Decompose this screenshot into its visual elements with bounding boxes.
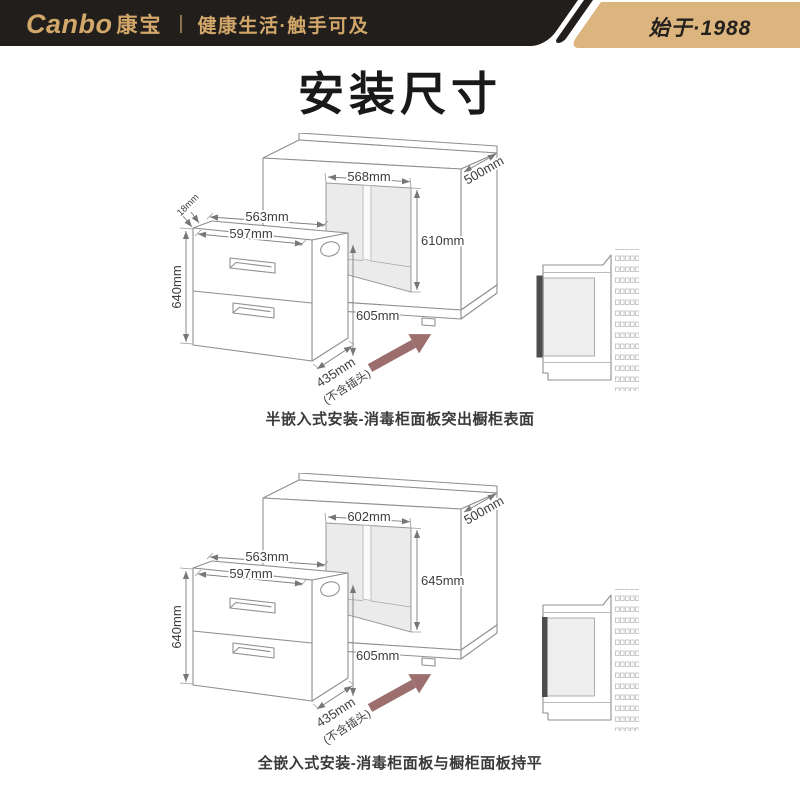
- dim-top-width: 563mm: [245, 209, 288, 224]
- side-section-view: [542, 589, 639, 731]
- niche-divider: [362, 184, 372, 261]
- caption-semi-embedded: 半嵌入式安装-消毒柜面板突出橱柜表面: [265, 411, 535, 428]
- cabinet-foot-right: [421, 317, 436, 327]
- cord-hole: [320, 241, 340, 257]
- dim-panel-width: 597mm: [229, 566, 272, 581]
- dim-opening-height: 610mm: [421, 233, 464, 248]
- insertion-arrow-icon: [367, 674, 432, 712]
- dim-opening-width: 602mm: [347, 509, 390, 524]
- drawer-divider-line: [192, 290, 313, 304]
- disinfection-cabinet: [192, 560, 349, 702]
- since-1988-badge: 始于·1988: [648, 17, 752, 40]
- drawer-handle-top: [229, 597, 276, 614]
- cabinet-plinth-right: [460, 284, 498, 320]
- canbo-logo: Canbo: [26, 8, 113, 39]
- dim-line-panel-width: [197, 231, 304, 247]
- drawer-handle-bottom-fold: [232, 646, 271, 654]
- insertion-arrow-icon: [367, 334, 432, 372]
- installation-diagram-fully-embedded: 602mm 645mm 500mm 605mm 563mm 597mm 640m…: [167, 473, 639, 749]
- unit-front-face: [192, 227, 313, 362]
- brand-lockup: Canbo 康宝 | 健康生活·触手可及: [26, 7, 369, 41]
- drawer-handle-bottom: [232, 642, 275, 659]
- caption-fully-embedded: 全嵌入式安装-消毒柜面板与橱柜面板持平: [257, 755, 543, 772]
- dim-opening-height: 645mm: [421, 573, 464, 588]
- dim-opening-width: 568mm: [347, 169, 390, 184]
- dim-line-cabinet-depth: [463, 493, 497, 513]
- section-cabinet-body: [543, 617, 595, 697]
- dim-line-opening-width: [327, 174, 411, 185]
- drawer-divider-line: [192, 630, 313, 644]
- niche-divider: [362, 524, 372, 601]
- dim-unit-height: 640mm: [169, 265, 184, 308]
- drawer-handle-bottom: [232, 302, 275, 319]
- drawer-handle-top-fold: [229, 261, 272, 269]
- dim-line-unit-depth: [316, 685, 353, 710]
- installation-diagram-semi-embedded: 568mm 610mm 500mm 605mm 563mm 597mm 640m…: [167, 133, 639, 409]
- unit-front-face: [192, 567, 313, 702]
- drawer-handle-bottom-fold: [232, 306, 271, 314]
- side-section-view: [536, 249, 639, 391]
- header-bar: Canbo 康宝 | 健康生活·触手可及 始于·1988: [0, 0, 800, 52]
- dim-bottom-height: 605mm: [356, 648, 399, 663]
- dim-line-unit-depth: [316, 345, 353, 370]
- section-cabinet-body: [543, 277, 595, 357]
- page-title: 安装尺寸: [298, 68, 502, 120]
- canbo-logo-cn: 康宝: [116, 14, 163, 37]
- brand-divider: |: [178, 13, 184, 34]
- wall-hatch: [615, 249, 639, 391]
- dim-bottom-height: 605mm: [356, 308, 399, 323]
- dim-line-top-width: [209, 214, 326, 228]
- cabinet-foot-right: [421, 657, 436, 667]
- niche-floor-line-right: [370, 260, 412, 268]
- dim-top-width: 563mm: [245, 549, 288, 564]
- wall-hatch: [615, 589, 639, 731]
- dim-panel-protrusion: 18mm: [175, 192, 202, 219]
- cord-hole: [320, 581, 340, 597]
- dim-unit-height: 640mm: [169, 605, 184, 648]
- section-front-panel-protruding: [536, 275, 543, 358]
- brand-slogan: 健康生活·触手可及: [197, 15, 370, 37]
- drawer-handle-top-fold: [229, 601, 272, 609]
- cabinet-plinth-right: [460, 624, 498, 660]
- disinfection-cabinet: [192, 220, 349, 362]
- dim-panel-width: 597mm: [229, 226, 272, 241]
- dim-line-top-width: [209, 554, 326, 568]
- section-front-panel-flush: [542, 617, 548, 697]
- niche-floor-line-right: [370, 600, 412, 608]
- dim-line-cabinet-depth: [463, 153, 497, 173]
- dim-line-panel-width: [197, 571, 304, 587]
- dim-line-opening-width: [327, 514, 411, 525]
- drawer-handle-top: [229, 257, 276, 274]
